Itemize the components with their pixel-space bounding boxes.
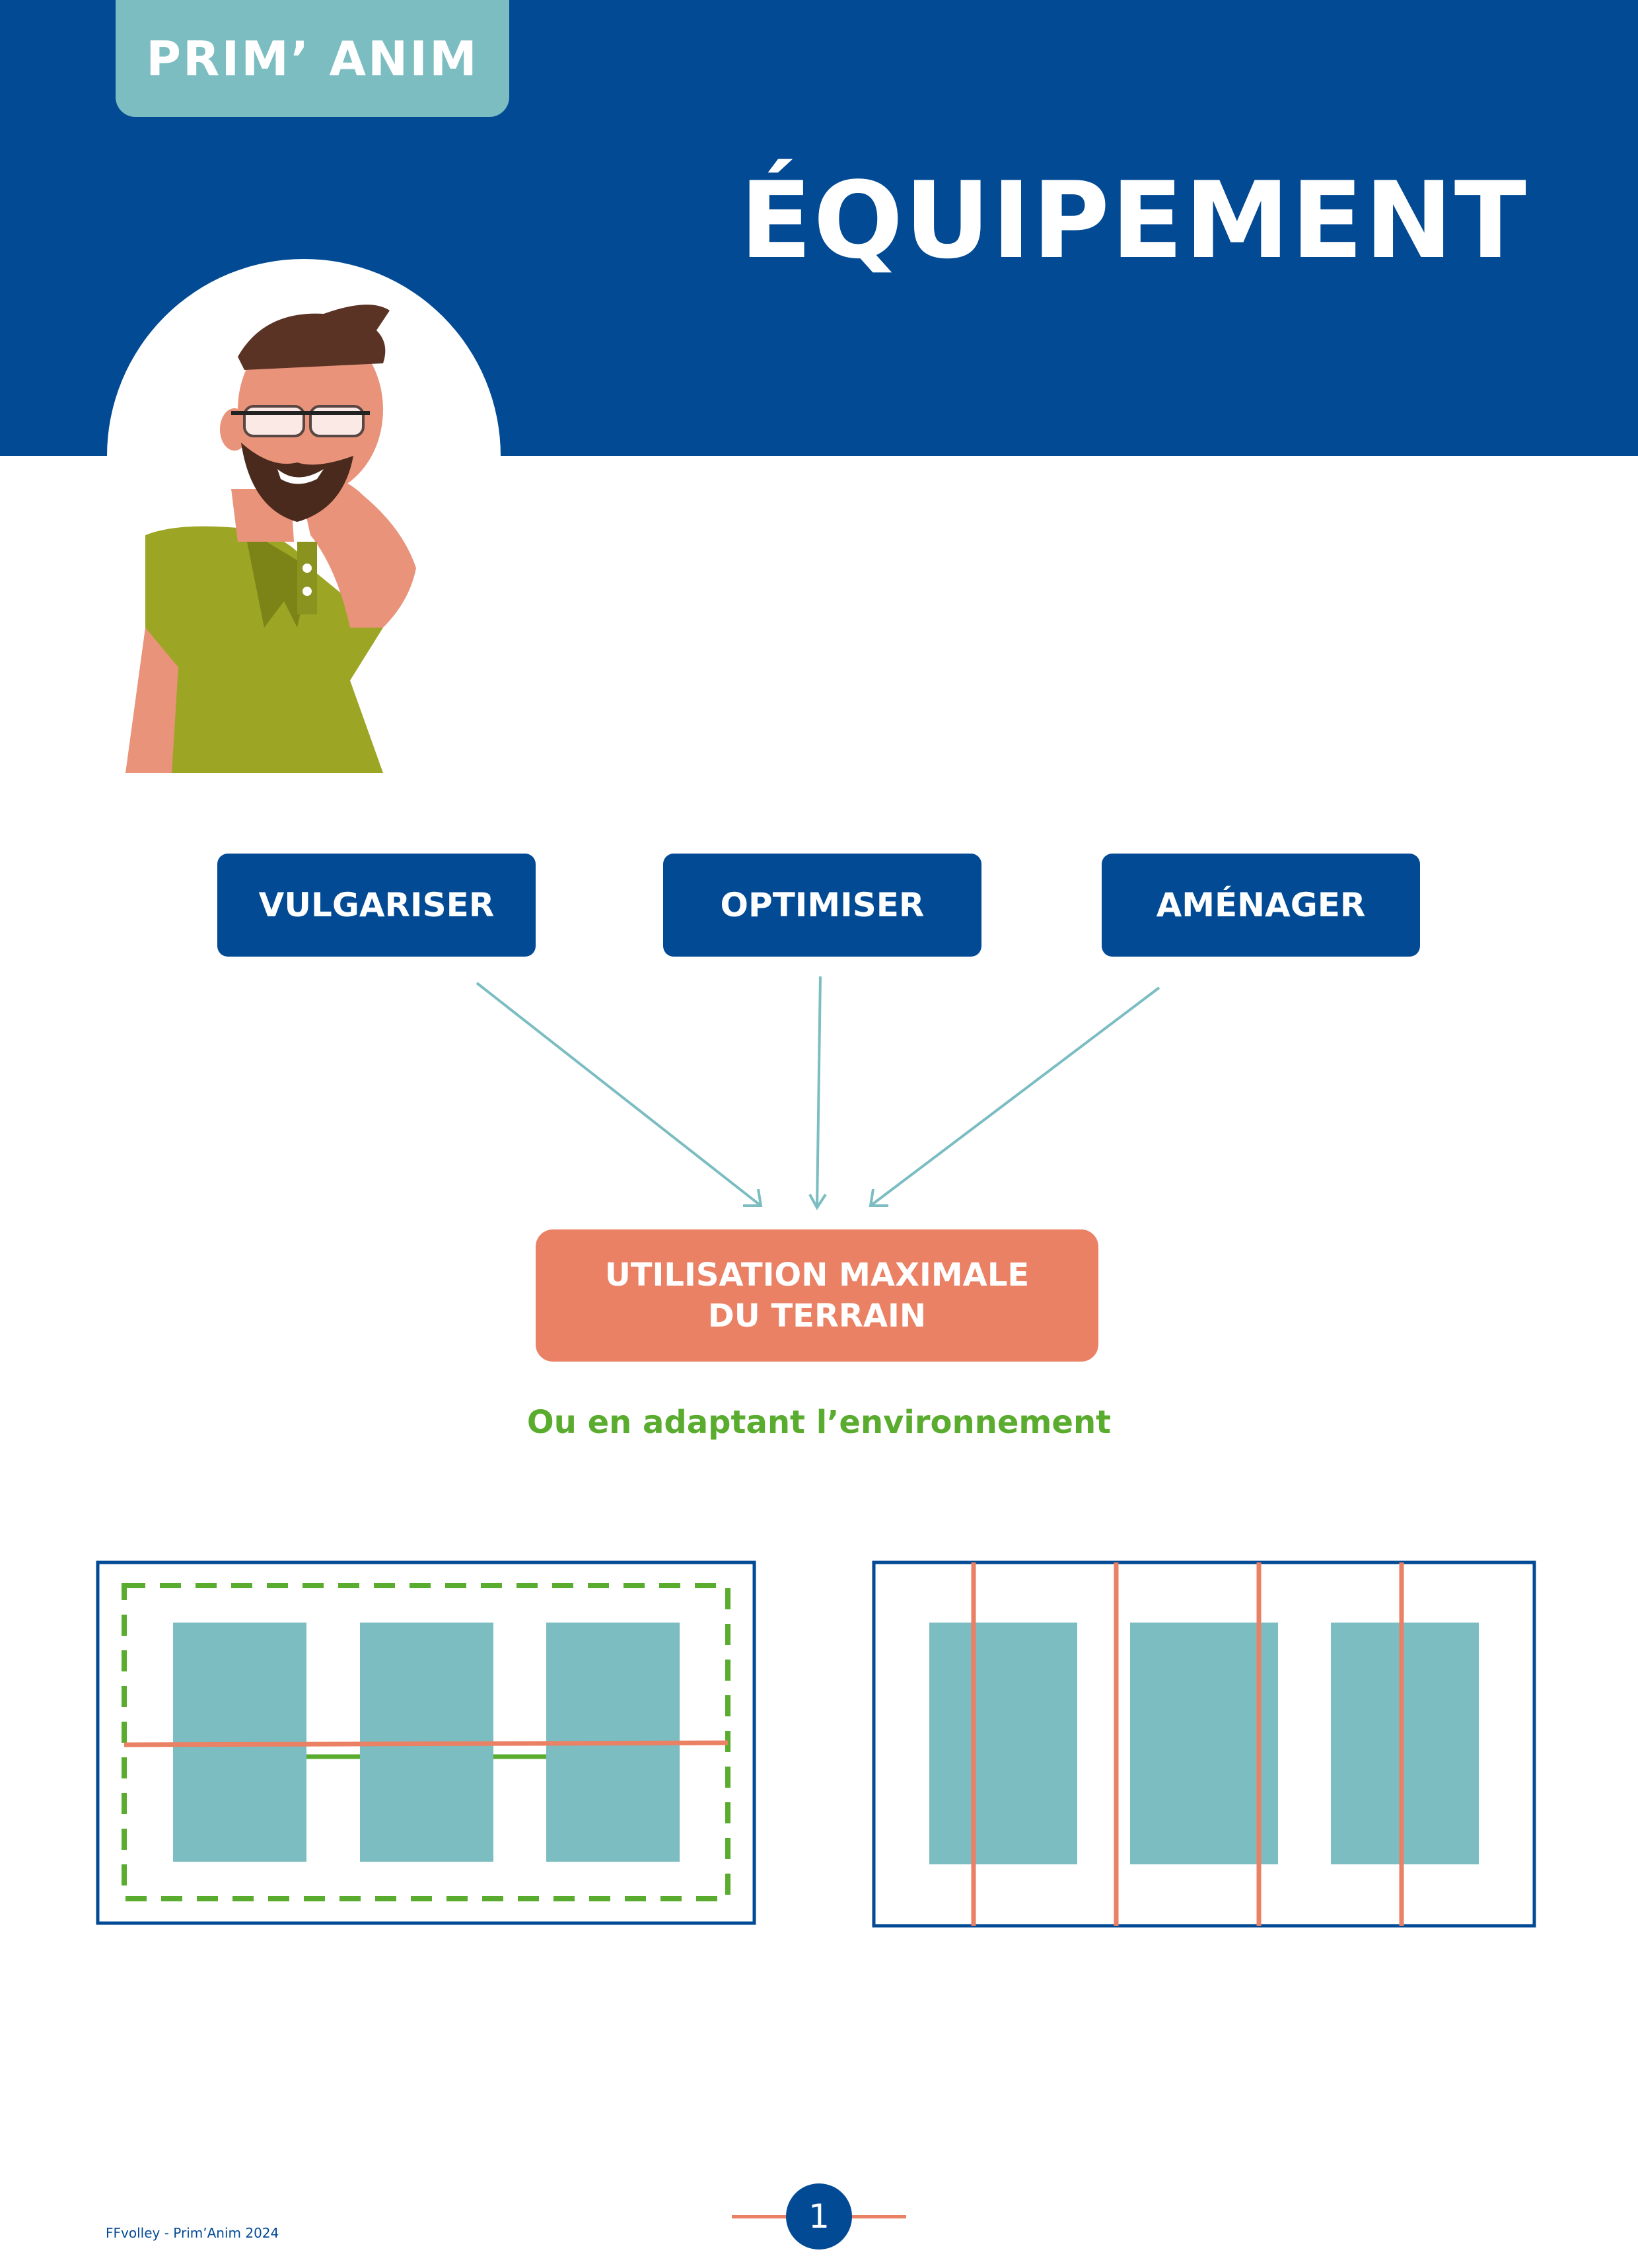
dashed-perimeter [122,1583,730,1901]
result-line-2: DU TERRAIN [707,1298,927,1335]
page-title: ÉQUIPEMENT [740,159,1528,282]
action-box-optimiser: OPTIMISER [663,854,981,957]
result-box: UTILISATION MAXIMALE DU TERRAIN [536,1229,1098,1362]
arrows-group [476,976,1160,1210]
court-1 [929,1623,1077,1864]
footer-credit: FFvolley - Prim’Anim 2024 [106,2225,279,2241]
arrow-center-head [808,1193,827,1210]
result-line-1: UTILISATION MAXIMALE [604,1257,1030,1294]
page-line-right [852,2215,906,2218]
court-diagram-perimeter [96,1560,756,1925]
court-3 [1331,1623,1479,1864]
arrow-left-head [743,1189,763,1207]
court-diagram-nets [872,1560,1536,1928]
court-2 [1130,1623,1278,1864]
action-box-vulgariser: VULGARISER [217,854,536,957]
action-box-amenager: AMÉNAGER [1102,854,1420,957]
net-line [124,1740,729,1747]
page-number: 1 [786,2183,852,2250]
arrow-right-head [869,1189,888,1207]
arrow-center [816,976,822,1208]
arrow-right [869,986,1160,1207]
arrow-left [476,982,762,1207]
coach-illustration [107,259,501,773]
page-line-left [732,2215,786,2218]
subtitle: Ou en adaptant l’environnement [526,1404,1112,1441]
header-tab: PRIM’ ANIM [116,0,509,117]
